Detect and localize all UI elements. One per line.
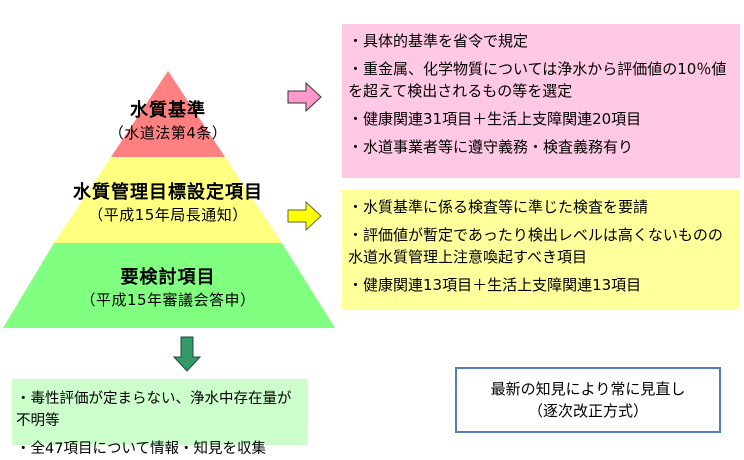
list-item: ・具体的基準を省令で規定 [348, 30, 734, 52]
targets-description-box: ・水質基準に係る検査等に準じた検査を要請 ・評価値が暫定であったり検出レベルは高… [342, 190, 740, 310]
list-item: ・水質基準に係る検査等に準じた検査を要請 [348, 196, 734, 218]
level-subtitle: （平成15年局長通知） [88, 206, 248, 224]
level-title: 水質管理目標設定項目 [73, 182, 263, 203]
list-item: ・水道事業者等に遵守義務・検査義務有り [348, 136, 734, 158]
level-title: 要検討項目 [120, 267, 216, 288]
list-item: ・毒性評価が定まらない、浄水中存在量が不明等 [16, 388, 304, 432]
pink-right-arrow-icon [287, 81, 322, 113]
list-item: ・健康関連13項目＋生活上支障関連13項目 [348, 274, 734, 296]
item-text: ・健康関連31項目＋生活上支障関連20項目 [348, 110, 642, 128]
item-text: ・水質基準に係る検査等に準じた検査を要請 [348, 198, 649, 216]
level-title: 水質基準 [130, 100, 206, 121]
item-text: ・毒性評価が定まらない、浄水中存在量が不明等 [16, 391, 292, 429]
level-subtitle: （平成15年審議会答申） [80, 291, 256, 309]
pyramid-level-items-under-review [3, 243, 335, 328]
list-item: ・健康関連31項目＋生活上支障関連20項目 [348, 108, 734, 130]
list-item: ・評価値が暫定であったり検出レベルは高くないものの水道水質管理上注意喚起すべき項… [348, 224, 734, 268]
item-text: ・全47項目について情報・知見を収集 [16, 441, 267, 457]
pyramid-label-standards: 水質基準 （水道法第4条） [68, 96, 268, 143]
revision-note-line1: 最新の知見により常に見直し [490, 380, 686, 398]
revision-note-box: 最新の知見により常に見直し （逐次改正方式） [455, 367, 721, 433]
yellow-right-arrow-icon [287, 200, 322, 232]
pyramid-level-water-quality-standards [111, 71, 225, 157]
item-text: ・重金属、化学物質については浄水から評価値の10％値を超えて検出されるもの等を選… [348, 60, 727, 100]
item-text: ・具体的基準を省令で規定 [348, 32, 529, 50]
item-text: ・水道事業者等に遵守義務・検査義務有り [348, 138, 634, 156]
green-down-arrow-icon [172, 336, 202, 372]
revision-note-line2: （逐次改正方式） [527, 402, 648, 420]
item-text: ・評価値が暫定であったり検出レベルは高くないものの水道水質管理上注意喚起すべき項… [348, 226, 723, 266]
level-subtitle: （水道法第4条） [108, 124, 228, 142]
list-item: ・重金属、化学物質については浄水から評価値の10％値を超えて検出されるもの等を選… [348, 58, 734, 102]
review-description-box: ・毒性評価が定まらない、浄水中存在量が不明等 ・全47項目について情報・知見を収… [12, 379, 308, 457]
list-item: ・全47項目について情報・知見を収集 [16, 438, 304, 460]
standards-description-box: ・具体的基準を省令で規定 ・重金属、化学物質については浄水から評価値の10％値を… [342, 24, 740, 178]
pyramid-label-targets: 水質管理目標設定項目 （平成15年局長通知） [18, 178, 318, 225]
item-text: ・健康関連13項目＋生活上支障関連13項目 [348, 276, 642, 294]
pyramid-level-management-targets [54, 157, 282, 243]
pyramid-diagram [3, 71, 335, 372]
pyramid-label-review: 要検討項目 （平成15年審議会答申） [18, 263, 318, 310]
